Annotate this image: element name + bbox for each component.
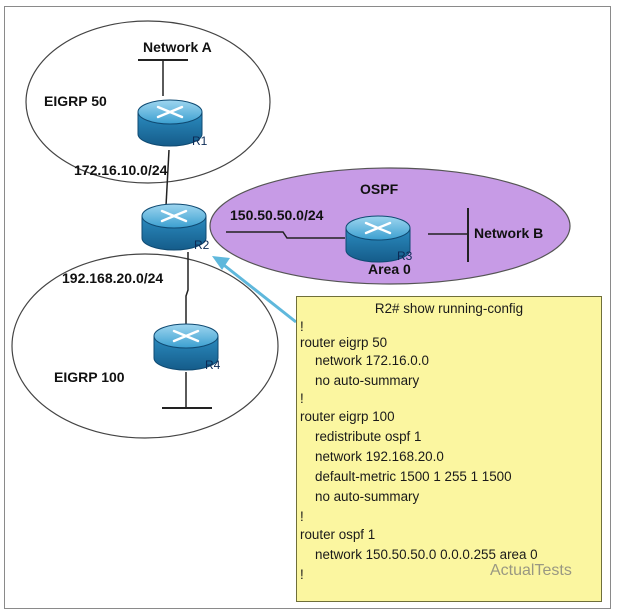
eigrp100-label: EIGRP 100 xyxy=(54,369,125,385)
config-title: R2# show running-config xyxy=(374,301,524,316)
router-r4-label: R4 xyxy=(205,358,221,372)
running-config-panel: R2# show running-config ! router eigrp 5… xyxy=(296,296,602,602)
config-line: network 150.50.50.0 0.0.0.255 area 0 xyxy=(315,547,538,562)
config-line: router ospf 1 xyxy=(300,527,376,542)
router-r2 xyxy=(141,203,207,251)
config-line: ! xyxy=(300,509,304,524)
config-line: ! xyxy=(300,567,304,582)
r2-r4-link xyxy=(185,252,189,330)
config-line: router eigrp 50 xyxy=(300,335,388,350)
config-line: no auto-summary xyxy=(315,373,420,388)
router-r2-label: R2 xyxy=(194,238,210,252)
router-r1 xyxy=(137,99,203,147)
config-line: default-metric 1500 1 255 1 1500 xyxy=(315,469,512,484)
config-line: router eigrp 100 xyxy=(300,409,395,424)
eigrp50-label: EIGRP 50 xyxy=(44,93,107,109)
network-a-label: Network A xyxy=(143,39,212,55)
eigrp50-domain xyxy=(25,20,271,184)
r2-r3-link xyxy=(226,231,345,239)
callout-arrow-head xyxy=(212,256,230,270)
config-line: network 192.168.20.0 xyxy=(315,449,444,464)
router-r3 xyxy=(345,215,411,263)
router-r4 xyxy=(153,323,219,371)
area0-label: Area 0 xyxy=(368,261,411,277)
network-b-label: Network B xyxy=(474,225,543,241)
router-r3-label: R3 xyxy=(397,249,413,263)
watermark: ActualTests xyxy=(490,562,572,579)
config-line: ! xyxy=(300,391,304,406)
subnet-150-label: 150.50.50.0/24 xyxy=(230,207,324,223)
subnet-192-label: 192.168.20.0/24 xyxy=(62,270,163,286)
eigrp100-domain xyxy=(11,253,279,439)
config-line: network 172.16.0.0 xyxy=(315,353,429,368)
subnet-172-label: 172.16.10.0/24 xyxy=(74,162,168,178)
r1-r2-link xyxy=(165,149,170,207)
ospf-label: OSPF xyxy=(360,181,399,197)
config-line: ! xyxy=(300,319,304,334)
router-r1-label: R1 xyxy=(192,134,208,148)
callout-arrow xyxy=(219,260,297,324)
config-line: no auto-summary xyxy=(315,489,420,504)
config-line: redistribute ospf 1 xyxy=(315,429,422,444)
